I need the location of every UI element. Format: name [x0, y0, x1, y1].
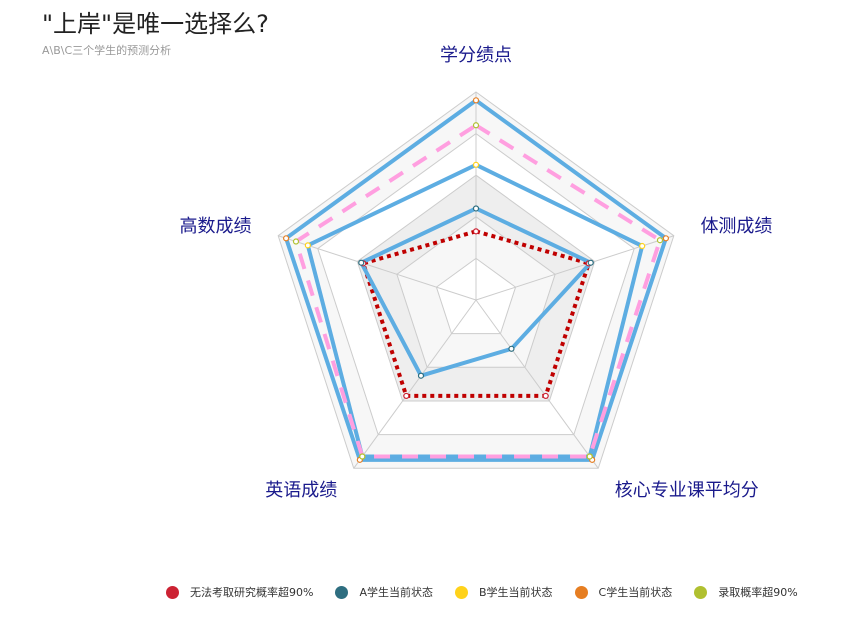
radar-data-point[interactable]: [542, 392, 549, 400]
radar-series-line-1[interactable]: [358, 206, 595, 379]
radar-series-line-2[interactable]: [305, 162, 645, 459]
radar-data-point[interactable]: [304, 242, 311, 249]
radar-data-point[interactable]: [472, 205, 480, 212]
radar-series-line-3[interactable]: [283, 97, 669, 462]
legend-dot-icon: [694, 585, 708, 599]
legend-label: B学生当前状态: [478, 586, 553, 599]
legend-item-student-a[interactable]: A学生当前状态: [335, 584, 433, 600]
radar-data-point[interactable]: [587, 259, 594, 266]
radar-series: [282, 97, 670, 463]
radar-data-point[interactable]: [403, 392, 410, 400]
radar-data-point[interactable]: [359, 453, 366, 460]
radar-series-line-4[interactable]: [293, 122, 663, 459]
legend[interactable]: 无法考取研究概率超90% A学生当前状态 B学生当前状态 C学生当前状态 录取概…: [166, 584, 820, 600]
radar-series-line-0[interactable]: [360, 229, 592, 398]
radar-data-point[interactable]: [662, 235, 670, 242]
radar-grid: [277, 91, 675, 469]
radar-data-point[interactable]: [472, 161, 480, 168]
radar-data-point[interactable]: [417, 372, 425, 379]
legend-label: C学生当前状态: [598, 586, 673, 599]
legend-label: 无法考取研究概率超90%: [190, 586, 314, 599]
legend-dot-icon: [574, 585, 588, 599]
radar-indicator-label: 学分绩点: [440, 45, 512, 66]
chart-title: "上岸"是唯一选择么?: [42, 10, 269, 38]
radar-data-point[interactable]: [472, 228, 480, 235]
legend-item-admission[interactable]: 录取概率超90%: [694, 584, 798, 600]
radar-data-point[interactable]: [639, 242, 646, 250]
radar-data-point[interactable]: [292, 238, 300, 245]
legend-label: 录取概率超90%: [718, 586, 798, 599]
radar-data-point[interactable]: [282, 235, 290, 242]
radar-indicator-label: 英语成绩: [265, 480, 337, 501]
legend-item-no-admission[interactable]: 无法考取研究概率超90%: [166, 584, 313, 600]
radar-data-point[interactable]: [508, 345, 515, 352]
radar-axis-line: [475, 299, 599, 469]
legend-dot-icon: [335, 585, 349, 599]
legend-dot-icon: [166, 585, 179, 599]
radar-data-point[interactable]: [472, 97, 480, 104]
radar-indicator-label: 核心专业课平均分: [615, 480, 759, 501]
radar-data-point[interactable]: [472, 122, 480, 129]
chart-subtitle: A\B\C三个学生的预测分析: [42, 44, 172, 57]
legend-item-student-b[interactable]: B学生当前状态: [454, 584, 553, 600]
legend-item-student-c[interactable]: C学生当前状态: [574, 584, 673, 600]
radar-data-point[interactable]: [358, 259, 365, 266]
legend-dot-icon: [454, 585, 468, 599]
legend-label: A学生当前状态: [359, 586, 433, 599]
radar-indicator-label: 高数成绩: [180, 216, 252, 237]
radar-indicator-label: 体测成绩: [700, 216, 772, 237]
radar-data-point[interactable]: [586, 453, 593, 460]
radar-axis-line: [353, 299, 477, 469]
radar-axis-line: [278, 235, 477, 301]
radar-data-point[interactable]: [656, 237, 664, 244]
